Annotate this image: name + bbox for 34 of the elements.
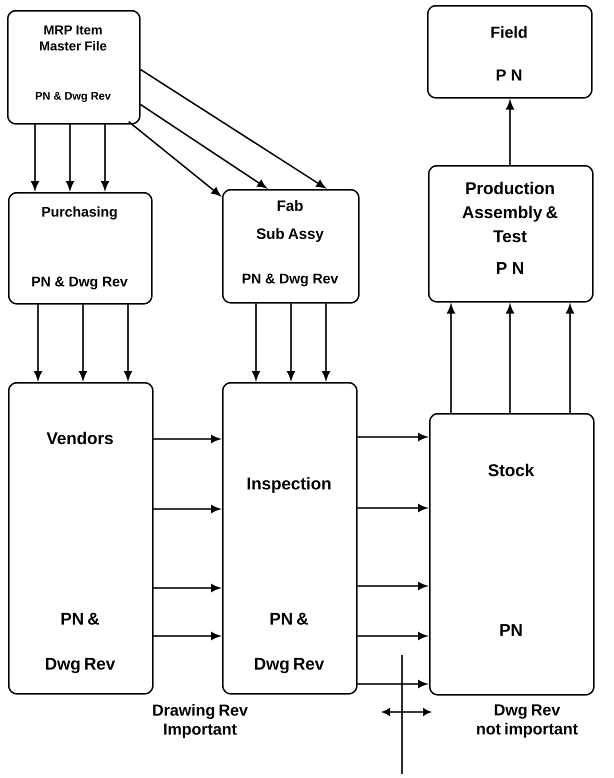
arrow [506, 100, 514, 165]
arrow [66, 124, 74, 190]
arrow [140, 104, 266, 188]
arrow [287, 304, 295, 380]
arrow [358, 504, 427, 512]
arrow [31, 124, 39, 190]
process-box: MRP Item Master File PN & Dwg Rev [7, 10, 141, 125]
process-box: Fab Sub Assy PN & Dwg Rev [222, 188, 360, 304]
arrow [128, 120, 220, 196]
arrow [140, 68, 326, 188]
arrow [252, 304, 260, 380]
arrow [154, 435, 220, 443]
arrow [79, 304, 87, 380]
arrow [154, 632, 220, 640]
process-box: Field P N [427, 5, 593, 99]
arrow [322, 304, 330, 380]
arrow [124, 304, 132, 380]
arrow [101, 124, 109, 190]
arrow [358, 582, 427, 590]
process-box: Stock PN [429, 413, 595, 696]
arrow [358, 433, 427, 441]
process-box: Production Assembly & Test P N [428, 164, 594, 303]
arrow [566, 304, 574, 413]
arrow [358, 632, 427, 640]
arrow [154, 584, 220, 592]
arrow [447, 304, 455, 413]
process-box: Purchasing PN & Dwg Rev [8, 192, 153, 305]
process-box: Inspection PN & Dwg Rev [222, 382, 358, 695]
process-box: Vendors PN & Dwg Rev [8, 382, 154, 695]
arrow [506, 304, 514, 413]
arrow [34, 304, 42, 380]
arrow [154, 505, 220, 513]
arrow [358, 680, 427, 688]
note-text: Drawing Rev Important [153, 704, 248, 738]
